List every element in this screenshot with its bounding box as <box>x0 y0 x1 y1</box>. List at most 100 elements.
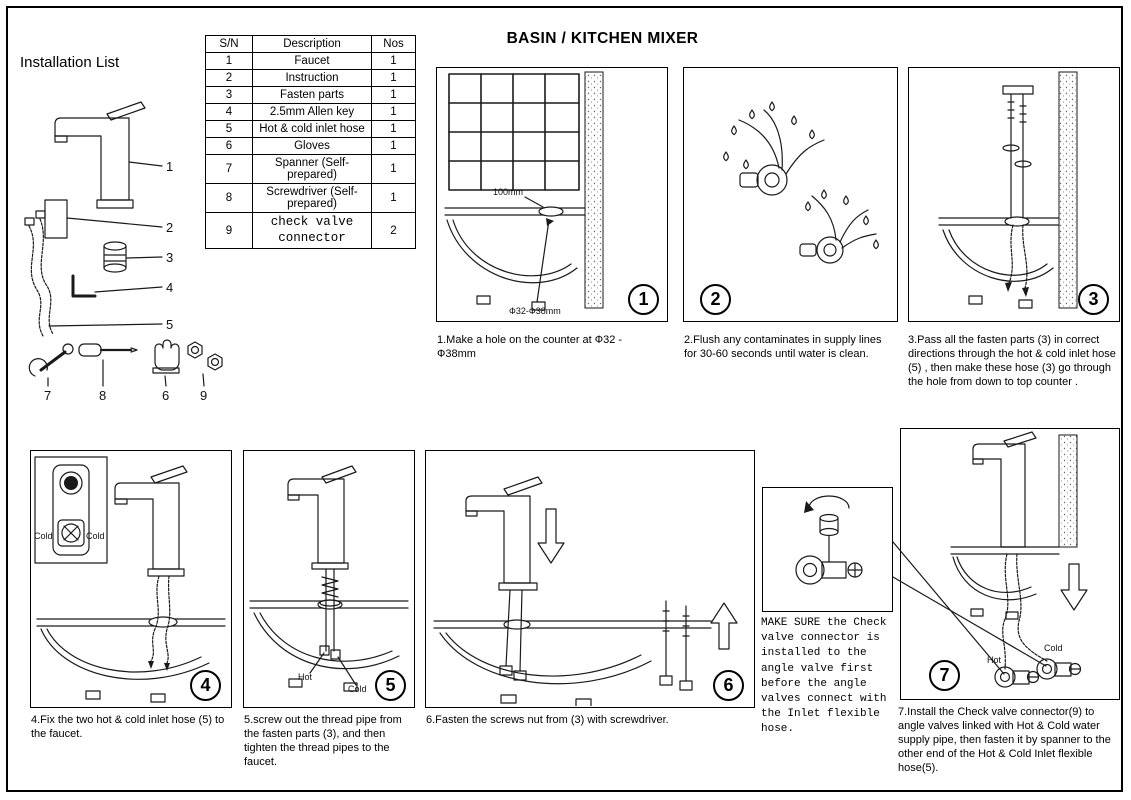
table-row: 4 2.5mm Allen key 1 <box>205 103 416 121</box>
tile-wall <box>448 73 580 191</box>
down-arrow-icon <box>537 508 565 564</box>
counter-with-hole <box>249 599 409 610</box>
sn-cell: 9 <box>205 211 253 250</box>
nos-cell: 2 <box>371 211 416 250</box>
basin-bowl <box>40 628 210 703</box>
step-2-caption: 2.Flush any contaminates in supply lines… <box>684 334 882 361</box>
parts-table: S/N Description Nos 1 Faucet 1 2 Instruc… <box>205 35 416 250</box>
table-row: 3 Fasten parts 1 <box>205 86 416 104</box>
basin-bowl <box>942 229 1054 309</box>
description-cell: Fasten parts <box>252 86 372 104</box>
description-cell: Spanner (Self-prepared) <box>252 154 372 184</box>
hose-connector-inset: Cold Cold <box>34 456 108 564</box>
inlet-hoses <box>148 575 171 671</box>
cold-label: Cold <box>348 684 367 694</box>
table-row: 8 Screwdriver (Self-prepared) 1 <box>205 183 416 213</box>
counter <box>950 546 1060 555</box>
angle-valve-hot <box>994 666 1040 688</box>
hoses-through-hole <box>1005 224 1029 297</box>
step-1-box: 100mm Ф32-Ф38mm 1 <box>436 67 668 322</box>
nos-cell: 1 <box>371 183 416 213</box>
make-sure-note: MAKE SURE the Check valve connector is i… <box>761 617 887 736</box>
angle-valve-cold <box>1036 658 1082 680</box>
step-3-diagram <box>938 71 1078 309</box>
step-6-diagram <box>433 476 738 708</box>
col-header-description: Description <box>252 35 372 53</box>
speckled-wall <box>584 71 604 309</box>
step-3-caption: 3.Pass all the fasten parts (3) in corre… <box>908 334 1116 389</box>
step-7-diagram: Hot Cold <box>950 431 1088 688</box>
step-3-box: 3 <box>908 67 1120 322</box>
angle-valve-flush-bottom <box>799 195 877 264</box>
step-7-box: Hot Cold 7 <box>900 428 1120 700</box>
table-row: 9 check valve connector 2 <box>205 211 416 250</box>
table-row: 5 Hot & cold inlet hose 1 <box>205 120 416 138</box>
thread-pipes-and-spring <box>319 568 341 660</box>
description-cell: 2.5mm Allen key <box>252 103 372 121</box>
sn-cell: 6 <box>205 137 253 155</box>
mounting-studs <box>499 589 527 681</box>
step-4-box: Cold Cold <box>30 450 232 708</box>
installation-list-title: Installation List <box>20 54 120 71</box>
speckled-wall <box>1058 434 1078 548</box>
table-row: 1 Faucet 1 <box>205 52 416 70</box>
nos-cell: 1 <box>371 154 416 184</box>
step-1-diagram: 100mm Ф32-Ф38mm <box>444 71 604 316</box>
nos-cell: 1 <box>371 52 416 70</box>
page-border-frame <box>6 6 1123 792</box>
nos-cell: 1 <box>371 137 416 155</box>
sn-cell: 7 <box>205 154 253 184</box>
angle-valve-flush-top <box>738 109 825 196</box>
dim-label-100mm: 100mm <box>493 187 523 197</box>
up-arrow-icon <box>710 602 738 650</box>
sn-cell: 2 <box>205 69 253 87</box>
check-valve-connector-icon <box>795 495 863 585</box>
faucet-icon <box>972 431 1037 548</box>
sn-cell: 4 <box>205 103 253 121</box>
step-number-badge: 3 <box>1078 284 1109 315</box>
step-number-badge: 6 <box>713 670 744 701</box>
sn-cell: 5 <box>205 120 253 138</box>
page-title: BASIN / KITCHEN MIXER <box>506 30 699 47</box>
hot-label: Hot <box>298 672 313 682</box>
faucet-icon <box>287 465 357 570</box>
step-4-caption: 4.Fix the two hot & cold inlet hose (5) … <box>31 714 225 741</box>
step-7-caption: 7.Install the Check valve connector(9) t… <box>898 706 1111 775</box>
table-header-row: S/N Description Nos <box>205 35 416 53</box>
nos-cell: 1 <box>371 69 416 87</box>
nos-cell: 1 <box>371 103 416 121</box>
step-number-badge: 2 <box>700 284 731 315</box>
inset-label-right: Cold <box>86 531 105 541</box>
description-cell: Gloves <box>252 137 372 155</box>
description-cell: Hot & cold inlet hose <box>252 120 372 138</box>
table-row: 6 Gloves 1 <box>205 137 416 155</box>
step-2-box: 2 <box>683 67 898 322</box>
col-header-nos: Nos <box>371 35 416 53</box>
step-4-diagram: Cold Cold <box>34 456 226 703</box>
nos-cell: 1 <box>371 120 416 138</box>
check-valve-note-box <box>762 487 893 612</box>
basin-bowl <box>952 556 1037 620</box>
description-cell: Faucet <box>252 52 372 70</box>
counter-with-hole <box>36 616 226 628</box>
sn-cell: 3 <box>205 86 253 104</box>
step-6-box: 6 <box>425 450 755 708</box>
description-cell: Screwdriver (Self-prepared) <box>252 183 372 213</box>
speckled-wall <box>1058 71 1078 309</box>
description-cell: Instruction <box>252 69 372 87</box>
faucet-icon <box>465 476 543 591</box>
basin-bowl <box>446 219 578 311</box>
step-5-caption: 5.screw out the thread pipe from the fas… <box>244 714 402 769</box>
step-number-badge: 7 <box>929 660 960 691</box>
screws-and-nuts <box>659 600 693 691</box>
sn-cell: 8 <box>205 183 253 213</box>
faucet-icon <box>114 465 188 577</box>
counter-with-hole <box>444 206 586 217</box>
table-row: 2 Instruction 1 <box>205 69 416 87</box>
inset-label-left: Cold <box>34 531 53 541</box>
step-number-badge: 4 <box>190 670 221 701</box>
basin-bowl <box>439 632 652 708</box>
step-number-badge: 5 <box>375 670 406 701</box>
col-header-sn: S/N <box>205 35 253 53</box>
